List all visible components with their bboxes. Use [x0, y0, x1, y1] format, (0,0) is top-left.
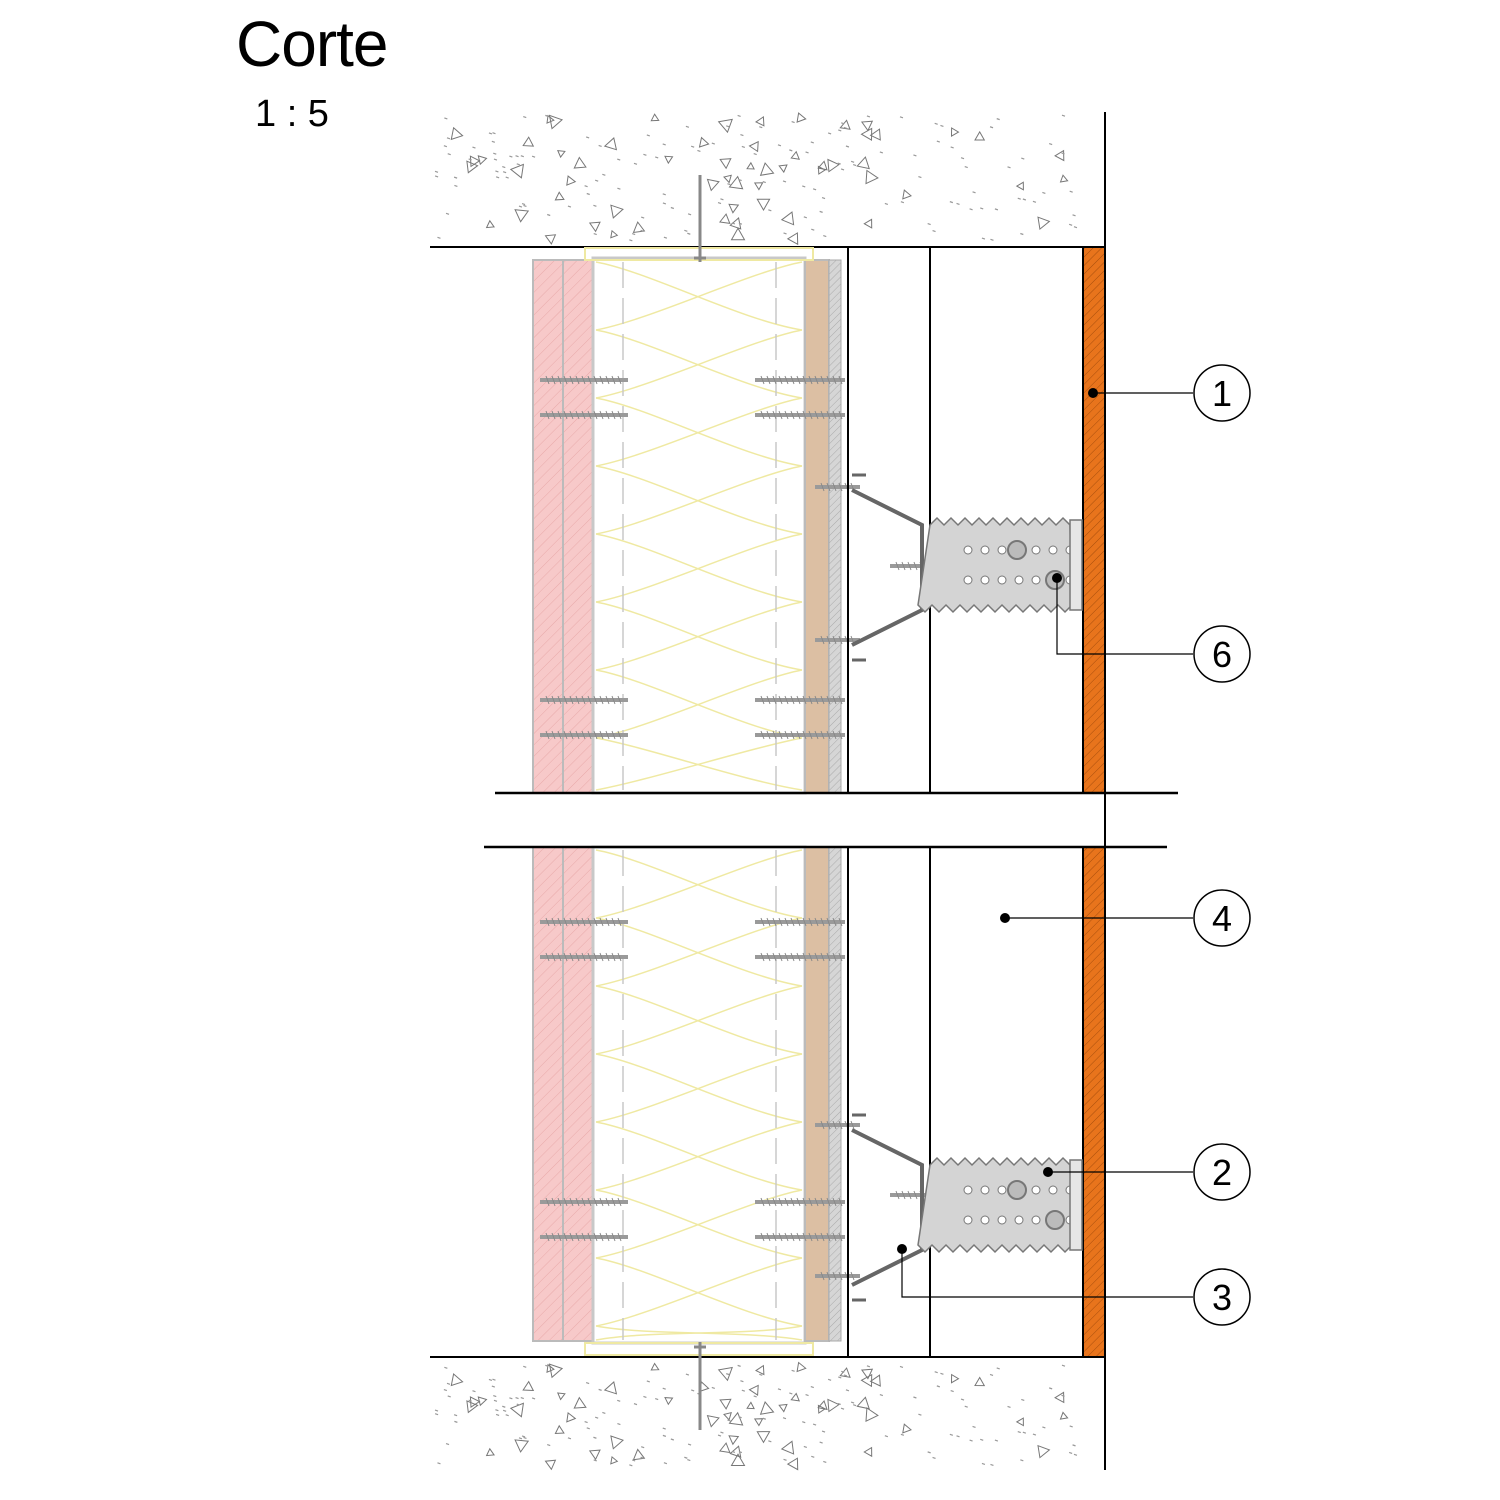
callout-2-label: 2: [1212, 1152, 1232, 1193]
cladding-panel-lower: [1082, 846, 1106, 1358]
screws: [540, 375, 935, 1281]
drawing-scale: 1 : 5: [255, 93, 329, 135]
callout-3: 3: [1193, 1268, 1251, 1326]
wall-layers-lower: [532, 845, 842, 1356]
callout-leaders: [901, 392, 1193, 1298]
cladding-panel-upper: [1082, 246, 1106, 794]
callout-2: 2: [1193, 1143, 1251, 1201]
slab-anchor-pins: [694, 175, 706, 1430]
concrete-slab-bottom: [434, 1361, 1078, 1471]
wall-layers-upper: [532, 247, 842, 795]
mineral-wool-insulation-lower: [595, 849, 803, 1341]
callout-4: 4: [1193, 889, 1251, 947]
drawing-title: Corte: [236, 8, 388, 80]
callout-6-label: 6: [1212, 634, 1232, 675]
callout-1-label: 1: [1212, 373, 1232, 414]
mineral-wool-insulation-upper: [595, 261, 803, 791]
brackets: [851, 473, 1083, 1302]
cavity-frame: [847, 247, 931, 1357]
callout-3-label: 3: [1212, 1277, 1232, 1318]
concrete-slab-top: [434, 112, 1078, 246]
callout-1: 1: [1193, 364, 1251, 422]
callout-4-label: 4: [1212, 898, 1232, 939]
callout-6: 6: [1193, 625, 1251, 683]
callout-dots: [897, 388, 1098, 1254]
